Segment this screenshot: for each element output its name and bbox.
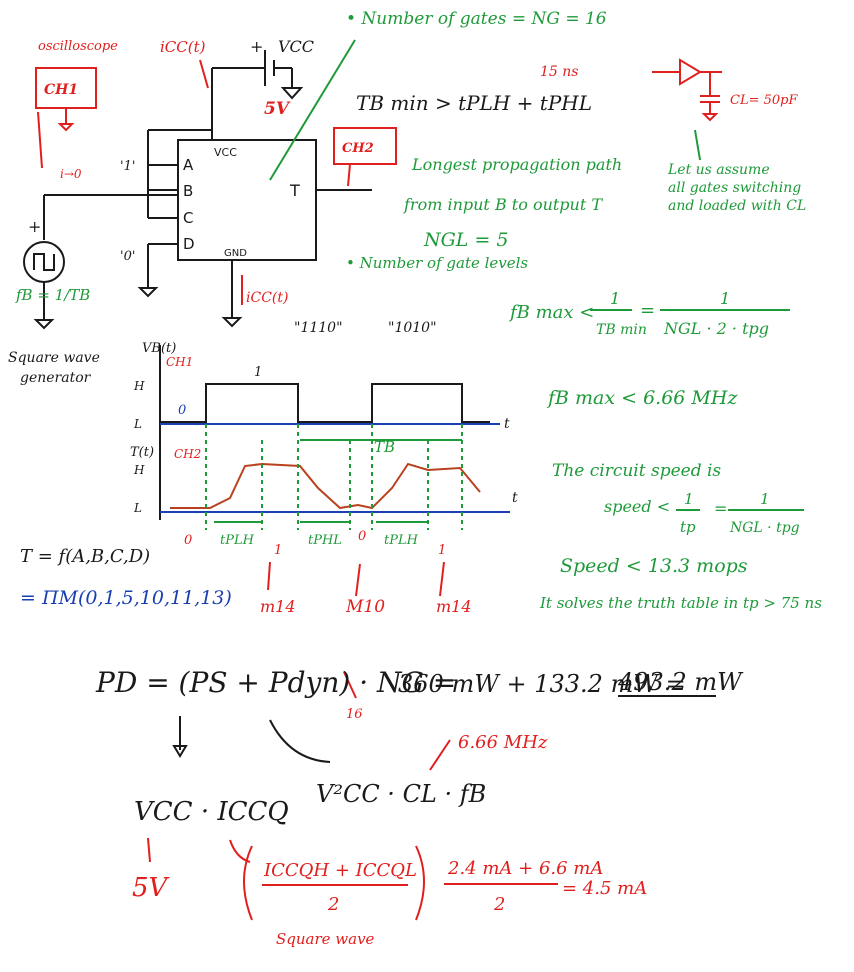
frequency-annotation: 6.66 MHz xyxy=(458,732,548,753)
tb-min-formula: TB min > tPLH + tPHL xyxy=(356,91,592,115)
tb-annotation: 15 ns xyxy=(540,64,578,80)
generator-caption-2: generator xyxy=(20,370,92,386)
out-2: 0 xyxy=(358,529,366,544)
equation-result: = 4.5 mA xyxy=(562,878,647,899)
fraction-numerator: ICCQH + ICCQL xyxy=(263,860,417,881)
timing-diagram xyxy=(159,345,510,597)
out-3: 1 xyxy=(438,543,446,558)
pin-t: T xyxy=(289,181,300,200)
oscilloscope-label: oscilloscope xyxy=(38,39,118,54)
sequence-2: "1010" xyxy=(388,320,437,336)
fraction-denominator: 2 xyxy=(327,894,339,915)
tplh-label-1: tPLH xyxy=(220,533,255,548)
vb-axis-label: VB(t) xyxy=(142,341,176,356)
pin-b: B xyxy=(183,182,193,200)
pin-vcc: VCC xyxy=(214,146,237,159)
fmax-frac1-num: 1 xyxy=(610,289,620,308)
pd-total: 493.2 mW xyxy=(617,668,744,696)
pin-a: A xyxy=(183,156,194,174)
square-wave-note: Square wave xyxy=(276,930,375,948)
t-axis-label: T(t) xyxy=(130,445,154,460)
vb-time-label: t xyxy=(504,416,510,432)
speed-frac2-den: NGL · tpg xyxy=(729,520,800,536)
speed-frac2-num: 1 xyxy=(760,490,770,508)
pd-formula: PD = (PS + Pdyn) · NG = xyxy=(95,666,456,699)
fmax-lhs: fB max < xyxy=(508,302,594,323)
path-note-2: from input B to output T xyxy=(403,195,603,214)
vcc-supply-label: VCC xyxy=(278,37,314,56)
fmax-frac1-den: TB min xyxy=(596,322,647,338)
speed-value: Speed < 13.3 mops xyxy=(560,555,748,577)
out-0: 0 xyxy=(184,533,192,548)
fmax-frac2-num: 1 xyxy=(720,289,730,308)
t-time-label: t xyxy=(512,490,518,506)
speed-lhs: speed < xyxy=(604,497,670,516)
supply-plus: + xyxy=(250,37,263,56)
timing-ch2-label: CH2 xyxy=(174,447,201,461)
maxterm-m10: M10 xyxy=(345,597,385,617)
icc-bottom-label: iCC(t) xyxy=(246,290,288,306)
equation-denominator: 2 xyxy=(493,894,505,915)
sequence-1: "1110" xyxy=(294,320,343,336)
ngl-note: NGL = 5 xyxy=(423,229,509,251)
function-line-1: T = f(A,B,C,D) xyxy=(20,546,150,567)
pd-values: 360 mW + 133.2 mW = xyxy=(398,670,686,698)
input-one: '1' xyxy=(120,159,135,174)
speed-frac1-den: tp xyxy=(680,518,696,536)
assume-note-2: all gates switching xyxy=(668,180,801,196)
static-power-term: VCC · ICCQ xyxy=(134,797,289,827)
bit-0: 0 xyxy=(178,403,186,418)
solves-note: It solves the truth table in tp > 75 ns xyxy=(539,594,822,612)
ic-block xyxy=(177,139,317,261)
maxterm-m14-b: m14 xyxy=(436,597,472,616)
path-note-1: Longest propagation path xyxy=(411,155,622,174)
ch1-label: CH1 xyxy=(44,82,78,98)
t-high-label: H xyxy=(133,463,145,477)
fmax-frac2-den: NGL · 2 · tpg xyxy=(663,319,769,338)
generator-plus: + xyxy=(28,217,41,236)
speed-note: The circuit speed is xyxy=(552,461,721,481)
ch2-probe-box xyxy=(333,127,397,165)
gates-note: • Number of gates = NG = 16 xyxy=(346,9,607,29)
ch2-label: CH2 xyxy=(342,141,374,156)
tplh-label-2: tPLH xyxy=(384,533,419,548)
t-low-label: L xyxy=(133,501,142,515)
dynamic-power-term: V²CC · CL · fB xyxy=(316,780,486,808)
pin-d: D xyxy=(183,235,195,253)
speed-equals: = xyxy=(714,499,727,518)
cl-value: CL= 50pF xyxy=(730,93,798,108)
timing-ch1-label: CH1 xyxy=(166,355,193,369)
assume-note-3: and loaded with CL xyxy=(668,198,806,214)
assume-note-1: Let us assume xyxy=(667,162,770,178)
generator-caption-1: Square wave xyxy=(8,350,100,366)
gate-levels-note: • Number of gate levels xyxy=(346,254,528,272)
maxterm-m14-a: m14 xyxy=(260,597,296,616)
tb-label: TB xyxy=(374,438,395,456)
speed-frac1-num: 1 xyxy=(684,490,694,508)
icc-top-label: iCC(t) xyxy=(160,38,206,56)
pin-c: C xyxy=(183,209,193,227)
circuit-diagram xyxy=(23,39,722,330)
vb-high-label: H xyxy=(133,379,145,393)
supply-voltage: 5V xyxy=(264,99,291,119)
equation-numerator: 2.4 mA + 6.6 mA xyxy=(447,858,603,879)
tphl-label: tPHL xyxy=(308,533,342,548)
out-1: 1 xyxy=(274,543,282,558)
vcc-value: 5V xyxy=(132,873,170,903)
function-line-2: = ΠM(0,1,5,10,11,13) xyxy=(20,587,232,609)
ng-value: 16 xyxy=(346,707,363,722)
fmax-equals: = xyxy=(640,300,655,321)
bit-1: 1 xyxy=(254,365,262,380)
vb-low-label: L xyxy=(133,417,142,431)
fmax-value: fB max < 6.66 MHz xyxy=(546,387,738,409)
fb-formula: fB = 1/TB xyxy=(15,286,90,304)
ia-label: i→0 xyxy=(60,167,82,181)
pin-gnd: GND xyxy=(224,248,247,259)
input-zero: '0' xyxy=(120,249,135,264)
